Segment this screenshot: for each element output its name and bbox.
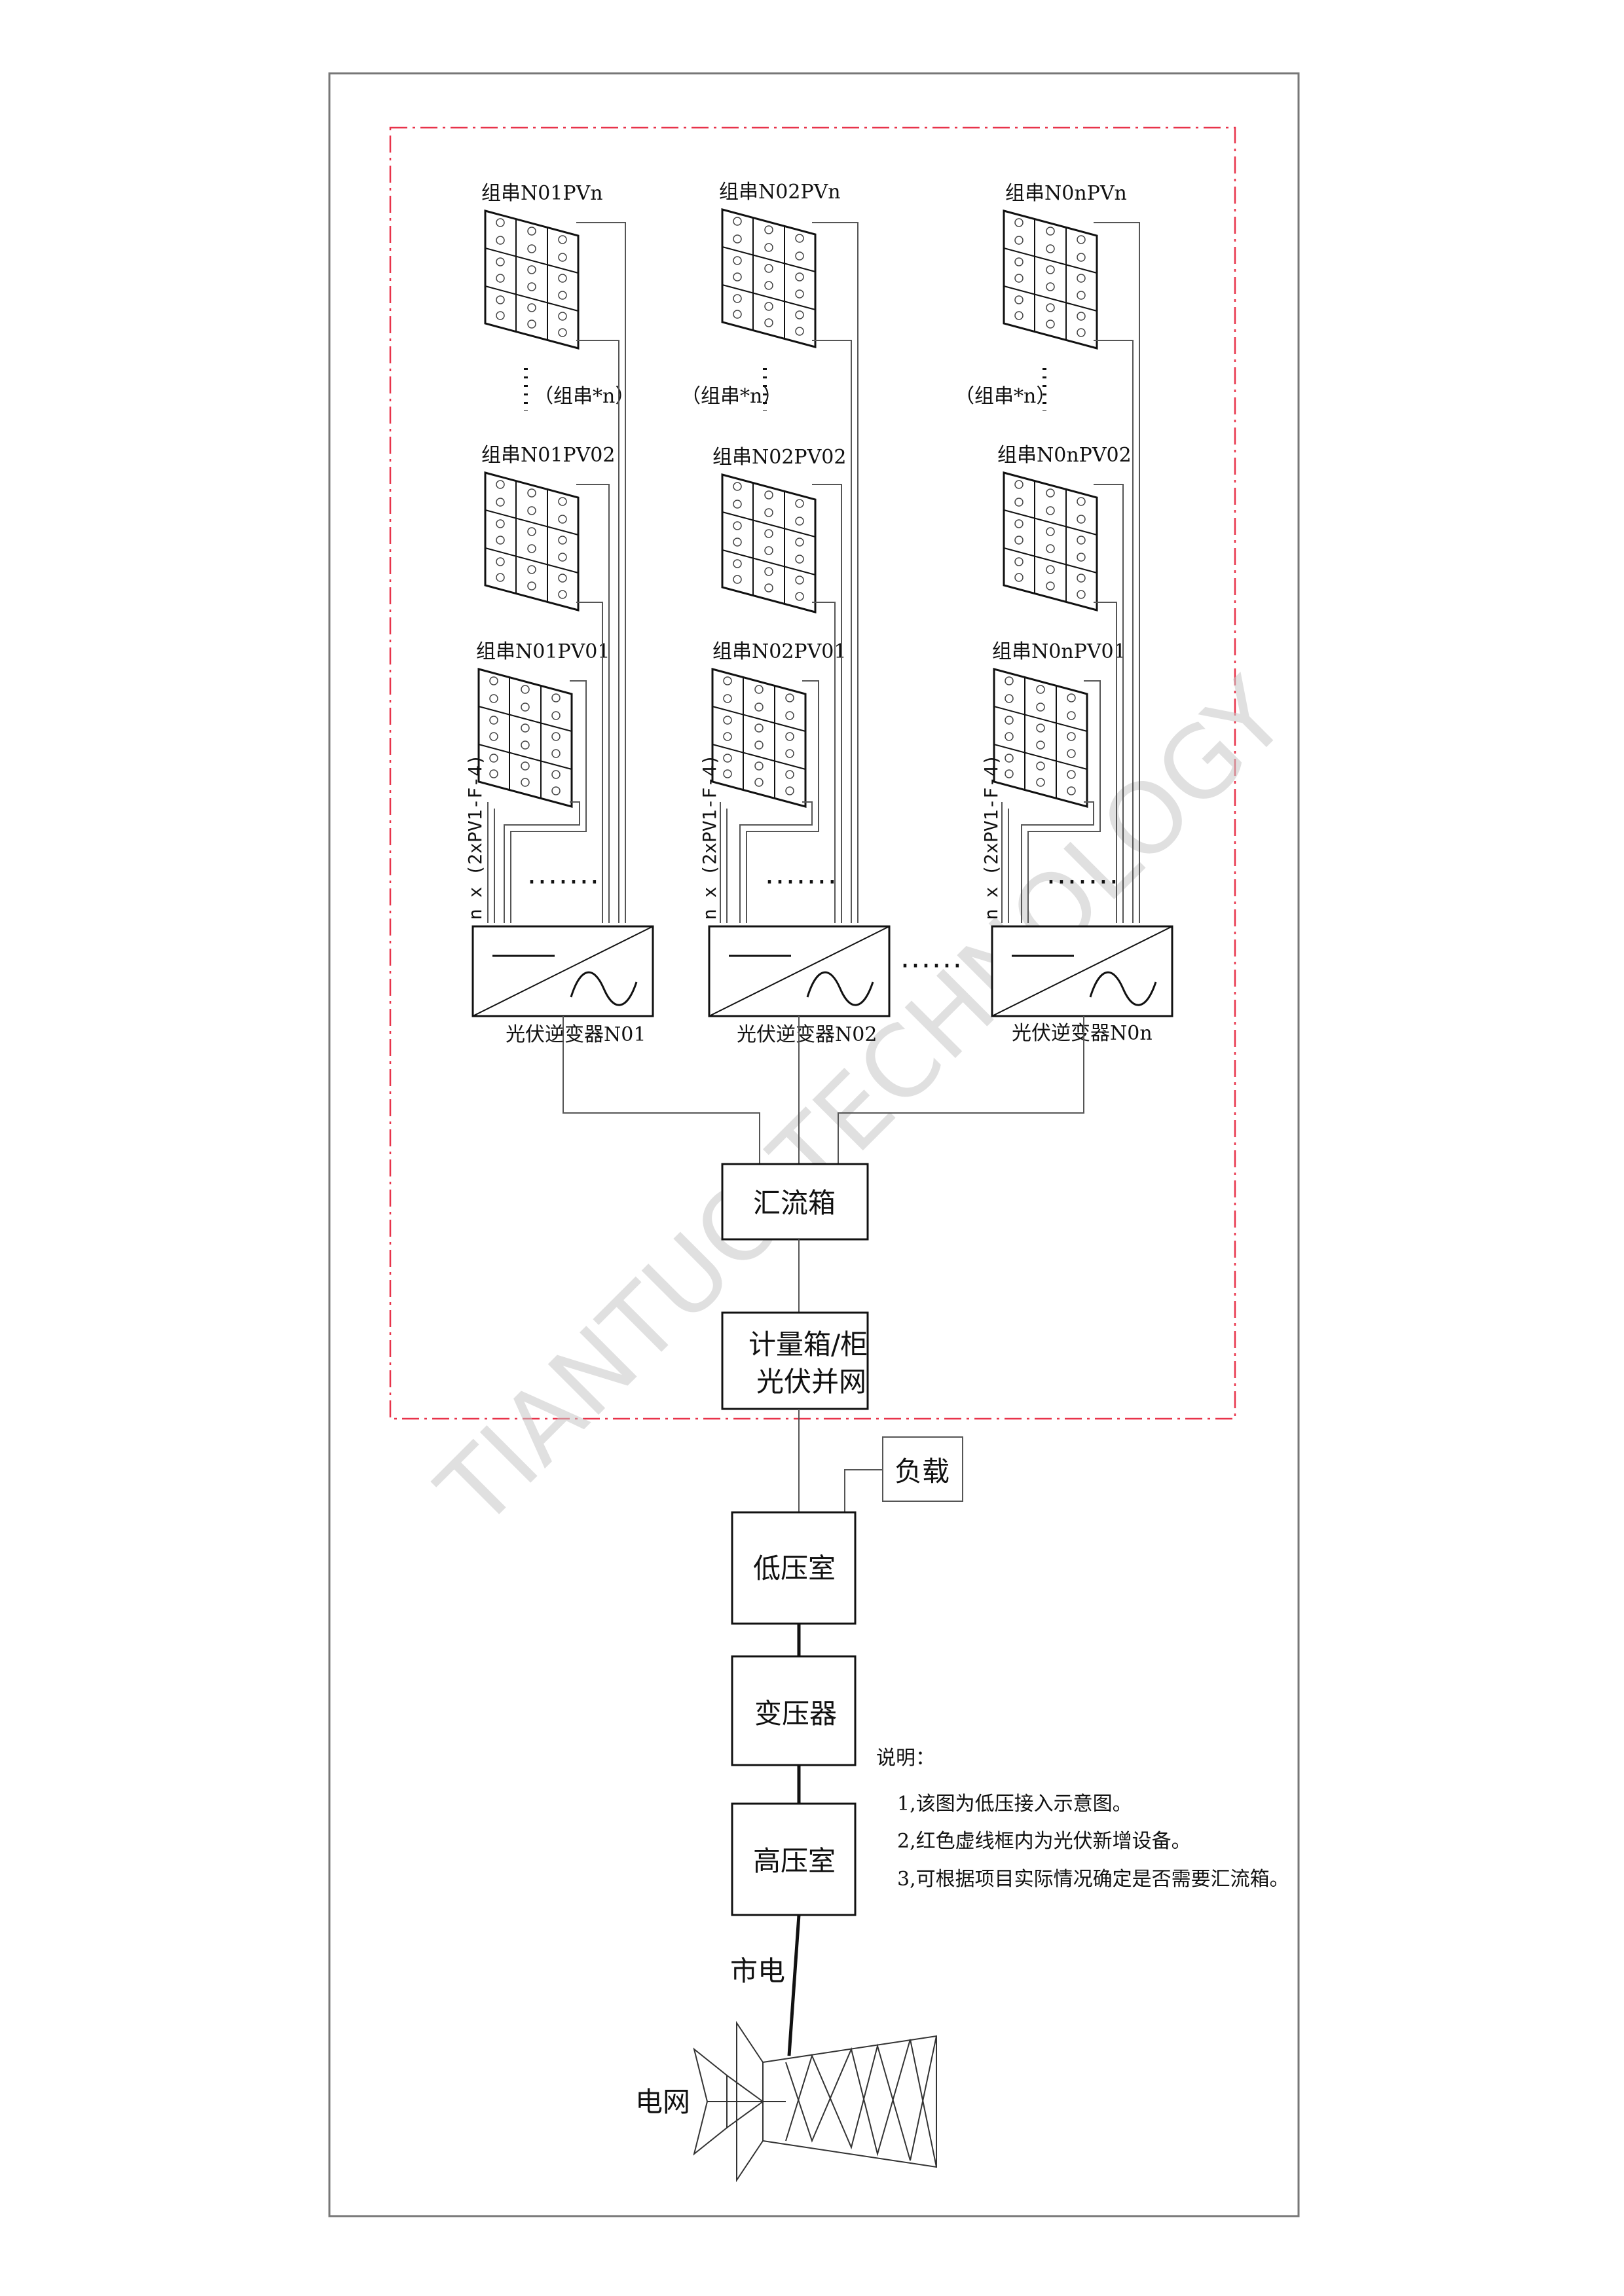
string-label-mid: 组串N0nPV02 — [997, 444, 1132, 467]
inverter-1 — [471, 925, 654, 1017]
string-wire — [576, 602, 603, 923]
low-voltage-room-label: 低压室 — [753, 1552, 836, 1584]
note-item: 2,红色虚线框内为光伏新增设备。 — [897, 1830, 1191, 1853]
inverter-label: 光伏逆变器N02 — [737, 1023, 877, 1046]
load-box — [882, 1436, 963, 1502]
high-voltage-room-label: 高压室 — [753, 1845, 836, 1877]
string-label-top: 组串N01PVn — [481, 182, 603, 205]
cable-spec-label: n x (2xPV1-F-4) — [464, 754, 486, 920]
meter-box — [721, 1311, 869, 1410]
combiner-box — [721, 1163, 869, 1241]
transformer-box — [731, 1655, 857, 1766]
string-wire — [812, 340, 852, 923]
grid-tower-icon — [693, 2020, 937, 2183]
string-column-1: 组串N01PVn 组串N01PV02 组串N01PV01 （组串*n） n x … — [464, 182, 654, 1046]
cable-dots: ······· — [527, 866, 600, 899]
string-wire — [746, 680, 819, 923]
string-wire — [1094, 484, 1124, 923]
string-label-bot: 组串N02PV01 — [712, 640, 846, 663]
string-wire — [1094, 340, 1134, 923]
inverter-3 — [991, 925, 1173, 1017]
cable-spec-label: n x (2xPV1-F-4) — [980, 754, 1002, 920]
string-wire — [510, 680, 587, 923]
cable-spec-label: n x (2xPV1-F-4) — [699, 754, 720, 920]
string-wire — [812, 602, 836, 923]
inverter-2 — [708, 925, 891, 1017]
string-wire — [812, 484, 842, 923]
string-wire — [1094, 602, 1117, 923]
notes: 说明： 1,该图为低压接入示意图。 2,红色虚线框内为光伏新增设备。 3,可根据… — [876, 1747, 1289, 1891]
cable-dots: ······· — [1046, 866, 1120, 899]
string-label-top: 组串N02PVn — [719, 181, 841, 204]
string-ellipsis-label: （组串*n） — [681, 385, 782, 408]
string-wire — [812, 222, 858, 923]
ac-wire — [563, 1016, 760, 1164]
cable-dots: ······· — [765, 866, 838, 899]
string-label-mid: 组串N01PV02 — [481, 444, 615, 467]
string-wire — [1021, 801, 1094, 923]
string-wire — [576, 222, 626, 923]
string-label-top: 组串N0nPVn — [1005, 182, 1127, 205]
string-label-bot: 组串N01PV01 — [476, 640, 610, 663]
string-wire — [576, 484, 610, 923]
string-column-3: 组串N0nPVn 组串N0nPV02 组串N0nPV01 （组串*n） n x … — [955, 182, 1173, 1045]
inverter-label: 光伏逆变器N01 — [506, 1023, 646, 1046]
string-label-mid: 组串N02PV02 — [712, 446, 846, 469]
mains-label: 市电 — [730, 1955, 785, 1987]
note-item: 3,可根据项目实际情况确定是否需要汇流箱。 — [897, 1868, 1289, 1891]
string-ellipsis-label: （组串*n） — [534, 385, 635, 408]
string-wire — [576, 340, 619, 923]
new-equipment-frame — [389, 126, 1236, 1420]
load-wire — [844, 1469, 883, 1512]
string-wire — [739, 801, 813, 923]
notes-title: 说明： — [876, 1747, 935, 1770]
high-voltage-room — [731, 1802, 857, 1916]
ac-wire — [838, 1016, 1084, 1164]
string-wire — [1027, 680, 1101, 923]
string-column-2: 组串N02PVn 组串N02PV02 组串N02PV01 （组串*n） n x … — [681, 181, 891, 1046]
load-label: 负载 — [895, 1455, 950, 1487]
meter-box-line1: 计量箱/柜 — [748, 1328, 868, 1360]
meter-box-line2: 光伏并网 — [756, 1366, 866, 1398]
inverter-label: 光伏逆变器N0n — [1012, 1022, 1153, 1045]
string-wire — [1094, 222, 1140, 923]
transformer-label: 变压器 — [754, 1698, 837, 1730]
combiner-box-label: 汇流箱 — [753, 1187, 836, 1219]
low-voltage-room — [731, 1511, 857, 1625]
string-ellipsis-label: （组串*n） — [955, 385, 1056, 408]
string-wire — [504, 801, 580, 923]
string-label-bot: 组串N0nPV01 — [992, 640, 1126, 663]
mains-line — [787, 1914, 801, 2056]
note-item: 1,该图为低压接入示意图。 — [897, 1793, 1132, 1815]
inverter-dots: ······ — [900, 949, 963, 983]
page-border — [328, 72, 1300, 2217]
grid-label: 电网 — [635, 2086, 690, 2118]
